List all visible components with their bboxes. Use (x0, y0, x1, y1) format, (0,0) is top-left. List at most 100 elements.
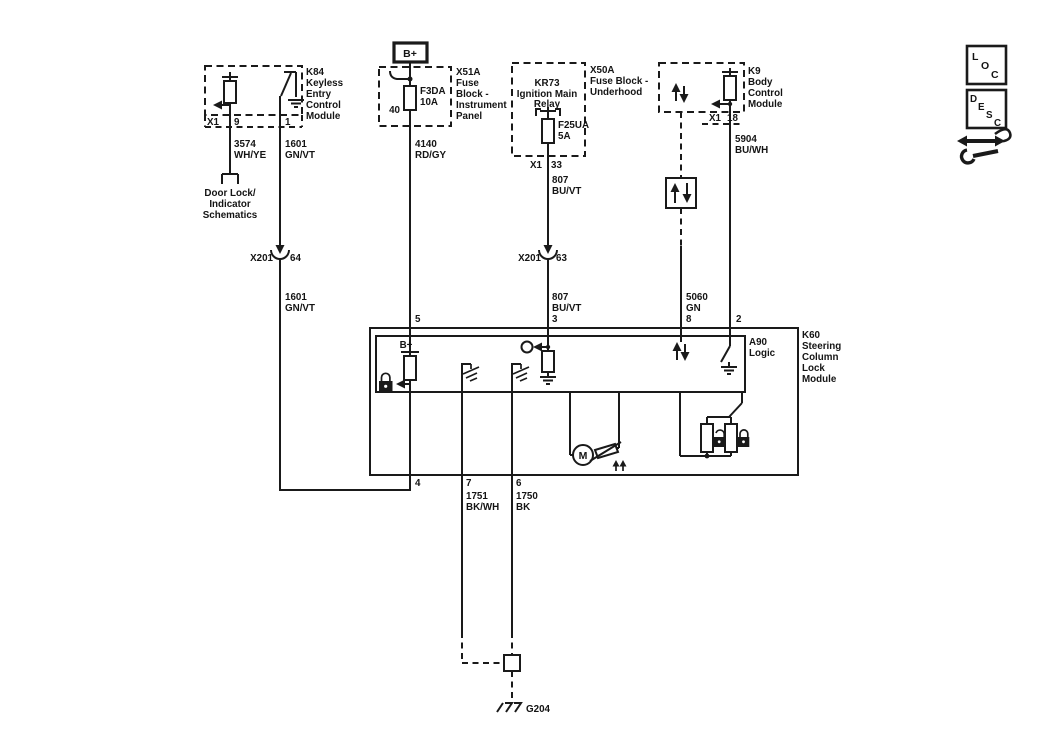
k84-switch-to-ground-icon (279, 71, 304, 127)
wire-circuit: 5060 (686, 292, 708, 303)
x201-label: X201 (518, 253, 541, 264)
k84-name: Entry (306, 89, 332, 100)
motor-icon (572, 444, 594, 466)
k60-name: Steering (802, 341, 841, 352)
lock-actuator-circuit (679, 392, 750, 459)
k60-internal-ground-6 (511, 363, 530, 392)
x51a-name: X51A (456, 67, 481, 78)
wire-color: BK (516, 502, 530, 513)
k60-pin-8: 8 (686, 314, 692, 325)
x50a-name: Fuse Block - (590, 76, 648, 87)
loc-letter: L (972, 51, 979, 63)
loc-letter: O (981, 60, 989, 72)
k60-name: Module (802, 374, 837, 385)
x51a-name: Fuse (456, 78, 479, 89)
bplus-label: B+ (403, 48, 417, 60)
inline-connector-icon (270, 245, 290, 260)
desc-letter: C (994, 118, 1001, 129)
k84-driver-resistor-icon (213, 72, 238, 174)
lock-closed-icon (379, 372, 393, 392)
x50a-name: X50A (590, 65, 615, 76)
legend-loc-button[interactable]: L O C (965, 44, 1008, 86)
k60-pin2-switch (720, 345, 737, 375)
ground-g204: G204 (461, 632, 551, 715)
x51a-name: Block - (456, 89, 489, 100)
k9-connector: X1 (709, 113, 722, 124)
k60-name: Lock (802, 363, 825, 374)
fuse-f3da-icon (403, 85, 417, 111)
ground-icon (540, 376, 556, 385)
a90-label: A90 (749, 337, 768, 348)
k60-internal-ground-7 (461, 363, 480, 392)
k9-name: Body (748, 77, 773, 88)
k84-pin-1: 1 (285, 117, 291, 128)
relay-name: Relay (534, 99, 561, 110)
connector-tool-button[interactable] (957, 127, 1012, 165)
legend-desc-button[interactable]: D E S C (965, 88, 1008, 130)
x50a-pin: 33 (551, 160, 562, 171)
fuse-rating: 5A (558, 131, 571, 142)
k84-name: Module (306, 111, 341, 122)
x201-pin: 63 (556, 253, 567, 264)
wire-color: GN/VT (285, 303, 315, 314)
branch-fork-icon (221, 173, 239, 184)
k84-module: K84 Keyless Entry Control Module X1 9 1 (204, 65, 344, 174)
desc-letter: E (978, 102, 985, 113)
motor-circuit: M (569, 392, 627, 471)
wire-color: BK/WH (466, 502, 499, 513)
desc-letter: D (970, 94, 977, 105)
k60-pin-6: 6 (516, 478, 522, 489)
loc-letter: C (991, 69, 999, 81)
ground-g204-icon (496, 702, 523, 713)
lock-open-icon (713, 429, 726, 447)
k84-name: Control (306, 100, 341, 111)
wire-circuit: 807 (552, 292, 569, 303)
k60-pin-5: 5 (415, 314, 421, 325)
serial-data-arrows-icon (671, 83, 689, 103)
wire-color: WH/YE (234, 150, 267, 161)
desc-letter: S (986, 110, 993, 121)
k9-name: Control (748, 88, 783, 99)
door-lock-ref-text: Door Lock/ (204, 188, 255, 199)
x50a-fuse-block: KR73 Ignition Main Relay F25UA 5A X50A F… (511, 62, 648, 245)
relay-name: Ignition Main (517, 89, 577, 100)
k60-name: K60 (802, 330, 821, 341)
x201-pin: 64 (290, 253, 301, 264)
sensor-arrows-icon (612, 460, 627, 471)
k9-module: K9 Body Control Module X1 18 5904 BU/WH … (658, 62, 783, 346)
fuse-name: F25UA (558, 120, 589, 131)
chassis-ground-icon (462, 364, 480, 382)
fuse-rating: 10A (420, 97, 438, 108)
k84-pin-9: 9 (234, 117, 240, 128)
serial-data-arrows-icon (670, 183, 692, 203)
fuse-f25ua-icon (541, 118, 555, 144)
door-lock-ref-text: Schematics (203, 210, 258, 221)
chassis-ground-icon (512, 364, 530, 382)
wire-color: RD/GY (415, 150, 446, 161)
ground-icon (288, 99, 304, 108)
x51a-name: Instrument (456, 100, 507, 111)
ground-label: G204 (526, 704, 551, 715)
x50a-name: Underhood (590, 87, 642, 98)
ground-icon (721, 366, 737, 375)
motor-label: M (579, 450, 588, 462)
k84-name: Keyless (306, 78, 344, 89)
k60-pin-3: 3 (552, 314, 558, 325)
wire-color: GN (686, 303, 701, 314)
door-lock-reference: 3574 WH/YE Door Lock/ Indicator Schemati… (203, 139, 267, 221)
a90-label: Logic (749, 348, 776, 359)
x51a-fuse-block: F3DA 10A 40 X51A Fuse Block - Instrument… (378, 66, 507, 325)
x51a-pin: 40 (389, 105, 400, 116)
wire-color: BU/WH (735, 145, 768, 156)
wire-circuit: 1601 (285, 139, 307, 150)
k60-pin-4: 4 (415, 478, 421, 489)
wire-circuit: 1750 (516, 491, 538, 502)
inline-connector-icon (538, 245, 558, 260)
k60-pin-2: 2 (736, 314, 742, 325)
k9-name: Module (748, 99, 783, 110)
wrench-icon (959, 148, 999, 165)
k9-driver-resistor-icon (711, 68, 738, 346)
x51a-name: Panel (456, 111, 482, 122)
